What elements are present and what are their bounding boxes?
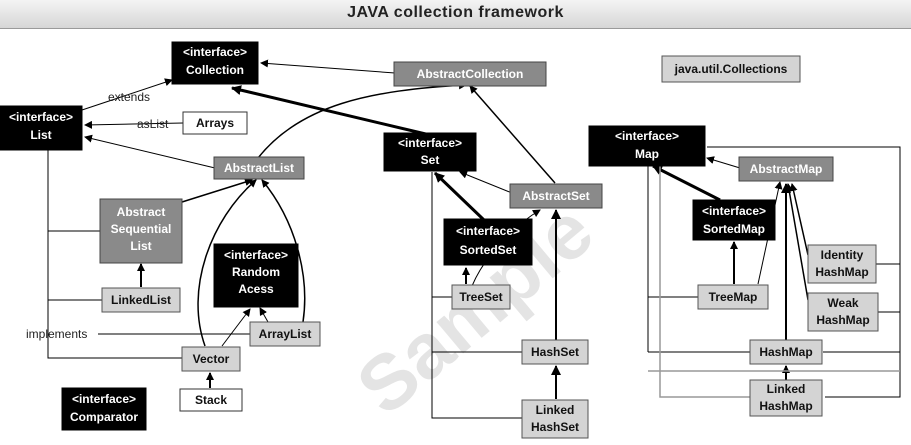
linked-hash-set-line-2: HashSet	[531, 420, 579, 434]
random-access-interface-box: <interface> Random Acess	[213, 243, 299, 308]
linked-hash-map-line-1: Linked	[767, 382, 806, 396]
weak-hash-map-line-2: HashMap	[816, 313, 869, 327]
abstract-sequential-list-box: Abstract Sequential List	[99, 198, 183, 264]
linked-hash-map-box: Linked HashMap	[749, 379, 823, 417]
set-line-1: <interface>	[398, 136, 462, 150]
abstract-map-line-1: AbstractMap	[750, 162, 823, 176]
abstract-set-line-1: AbstractSet	[522, 189, 589, 203]
array-list-box: ArrayList	[249, 321, 321, 347]
hash-set-line-1: HashSet	[531, 345, 579, 359]
random-access-line-3: Acess	[238, 282, 274, 296]
list-interface-box: <interface> List	[0, 105, 83, 151]
tree-set-line-1: TreeSet	[459, 290, 502, 304]
collection-line-2: Collection	[186, 63, 244, 77]
connector-lines	[47, 59, 901, 419]
map-line-1: <interface>	[615, 129, 679, 143]
sorted-set-line-2: SortedSet	[460, 243, 517, 257]
java-util-collections-box: java.util.Collections	[661, 55, 801, 83]
linked-hash-set-line-1: Linked	[536, 403, 575, 417]
diagram-title: JAVA collection framework	[0, 0, 911, 29]
abstract-set-box: AbstractSet	[509, 183, 603, 209]
random-access-line-1: <interface>	[224, 248, 288, 262]
vector-box: Vector	[181, 346, 241, 372]
collection-interface-box: <interface> Collection	[171, 41, 259, 85]
abstract-sequential-list-line-2: Sequential	[111, 222, 172, 236]
sorted-set-line-1: <interface>	[456, 224, 520, 238]
stack-line-1: Stack	[195, 393, 227, 407]
weak-hash-map-line-1: Weak	[827, 296, 858, 310]
comparator-line-2: Comparator	[70, 410, 138, 424]
identity-hash-map-line-1: Identity	[821, 248, 864, 262]
sorted-map-interface-box: <interface> SortedMap	[692, 199, 776, 241]
abstract-collection-box: AbstractCollection	[393, 61, 547, 87]
abstract-list-line-1: AbstractList	[224, 161, 294, 175]
tree-map-line-1: TreeMap	[709, 290, 758, 304]
tree-map-box: TreeMap	[697, 284, 769, 310]
linked-list-line-1: LinkedList	[111, 293, 171, 307]
arrays-line-1: Arrays	[196, 116, 234, 130]
aslist-label: asList	[137, 117, 169, 131]
sorted-map-line-1: <interface>	[702, 204, 766, 218]
abstract-list-box: AbstractList	[213, 156, 305, 180]
identity-hash-map-box: Identity HashMap	[807, 244, 877, 284]
collection-line-1: <interface>	[183, 45, 247, 59]
arrays-box: Arrays	[182, 111, 248, 135]
random-access-line-2: Random	[232, 265, 280, 279]
map-line-2: Map	[635, 147, 659, 161]
hash-set-box: HashSet	[521, 339, 589, 365]
comparator-interface-box: <interface> Comparator	[61, 387, 147, 431]
identity-hash-map-line-2: HashMap	[815, 265, 868, 279]
sorted-set-interface-box: <interface> SortedSet	[443, 218, 533, 266]
array-list-line-1: ArrayList	[259, 327, 312, 341]
stack-box: Stack	[179, 388, 243, 412]
list-line-1: <interface>	[9, 110, 73, 124]
extends-label: extends	[108, 90, 150, 104]
abstract-sequential-list-line-1: Abstract	[117, 205, 166, 219]
linked-list-box: LinkedList	[101, 287, 181, 313]
abstract-map-box: AbstractMap	[738, 156, 834, 182]
weak-hash-map-box: Weak HashMap	[807, 292, 879, 332]
hash-map-line-1: HashMap	[759, 345, 812, 359]
java-util-collections-line-1: java.util.Collections	[674, 62, 788, 76]
linked-hash-map-line-2: HashMap	[759, 399, 812, 413]
vector-line-1: Vector	[193, 352, 230, 366]
implements-label: implements	[26, 327, 87, 341]
abstract-sequential-list-line-3: List	[130, 239, 151, 253]
abstract-collection-line-1: AbstractCollection	[417, 67, 524, 81]
map-interface-box: <interface> Map	[588, 125, 706, 167]
list-line-2: List	[30, 128, 51, 142]
set-interface-box: <interface> Set	[383, 132, 477, 172]
set-line-2: Set	[421, 153, 440, 167]
tree-set-box: TreeSet	[451, 284, 511, 310]
linked-hash-set-box: Linked HashSet	[521, 399, 589, 439]
edge-labels: extends asList implements	[26, 90, 169, 341]
comparator-line-1: <interface>	[72, 392, 136, 406]
sorted-map-line-2: SortedMap	[703, 222, 765, 236]
hash-map-box: HashMap	[749, 339, 823, 365]
